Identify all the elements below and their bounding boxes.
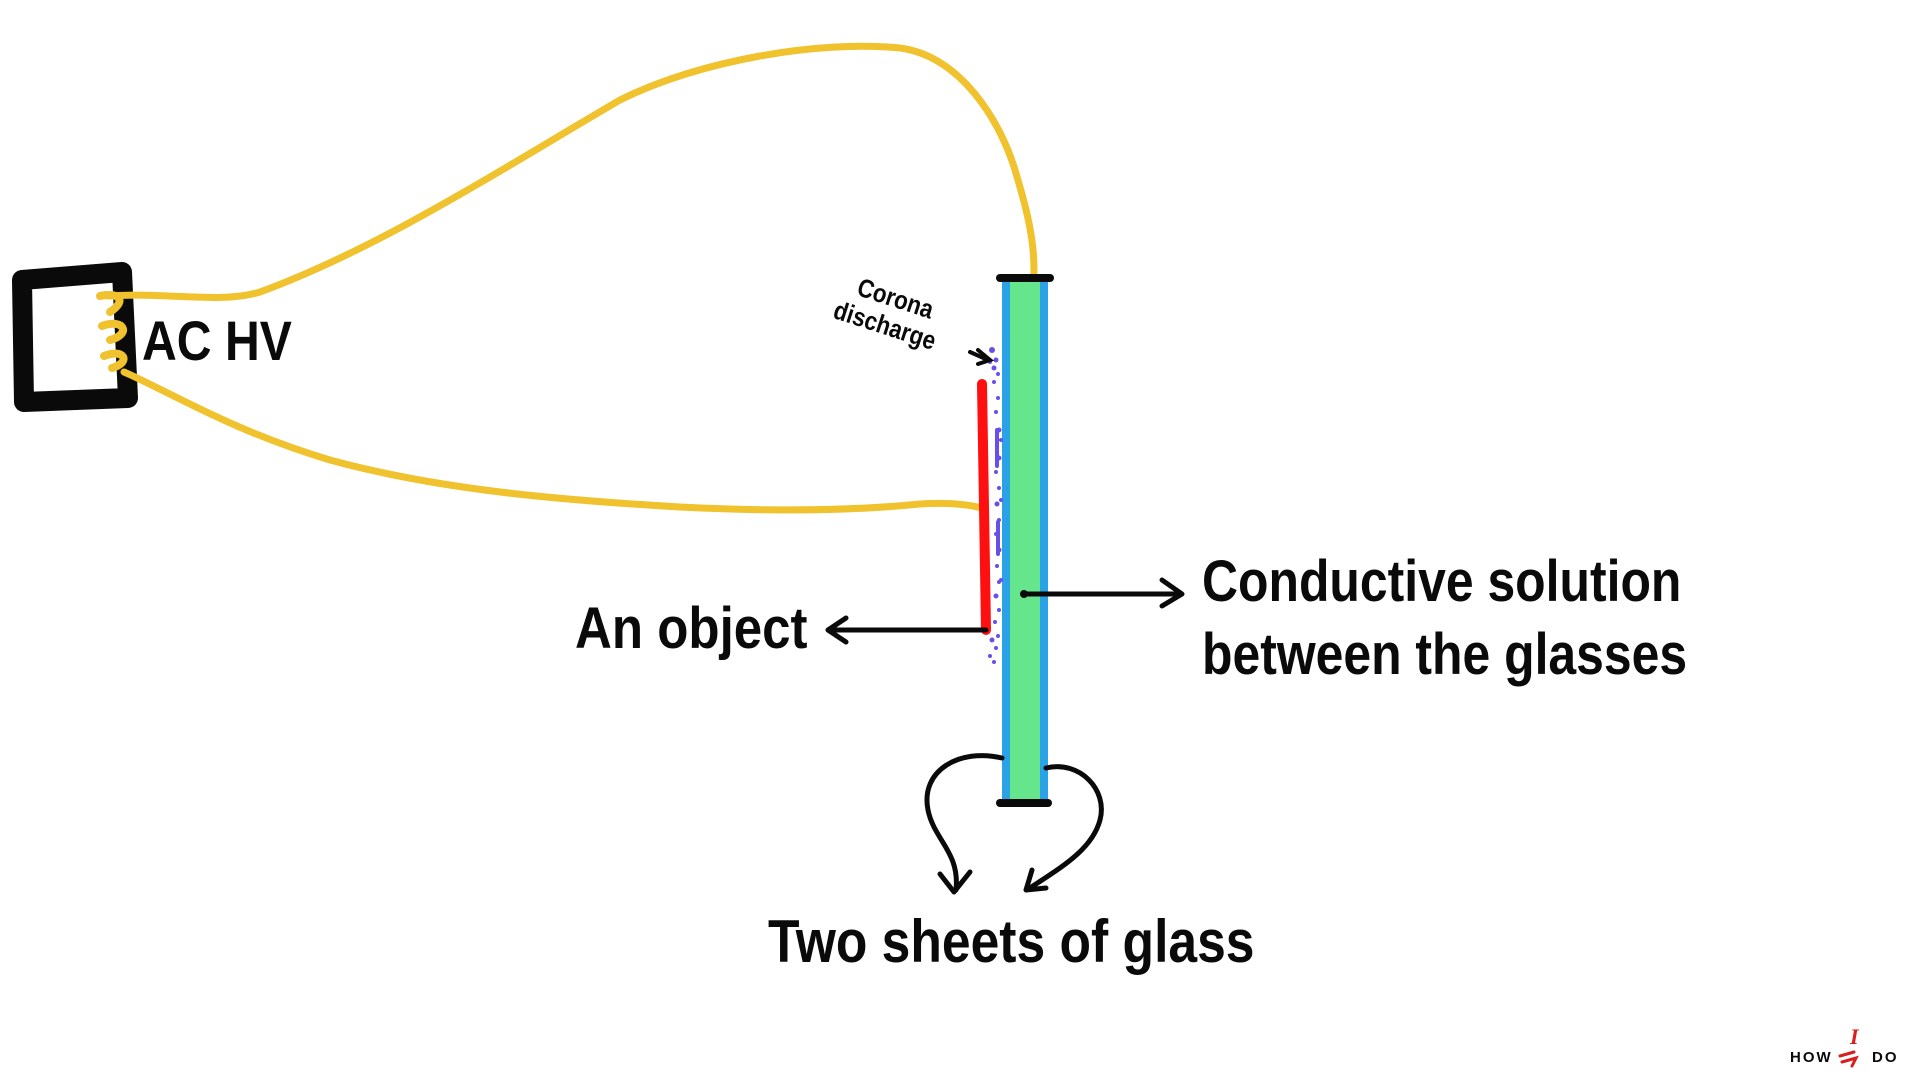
object-pointer-arrow: [825, 615, 989, 645]
watermark-left-text: HOW: [1790, 1049, 1833, 1066]
glass-label: Two sheets of glass: [768, 908, 1255, 975]
solution-label-line2: between the glasses: [1202, 621, 1688, 687]
solution-pointer-arrow: [1020, 577, 1185, 609]
glass-pointer-arrows: [924, 753, 1104, 895]
lower-wire: [120, 368, 986, 514]
watermark-mark-letter: I: [1849, 1024, 1860, 1049]
corona-discharge-dots: [988, 347, 1003, 664]
corona-pointer-arrow: [968, 348, 995, 366]
object-label: An object: [575, 596, 808, 661]
watermark-logo: HOW I DO: [1790, 1024, 1899, 1068]
object-plate: [977, 379, 991, 635]
ac-hv-power-source: [12, 262, 138, 412]
glass-cell: [996, 274, 1054, 807]
transformer-coil-icon: [96, 291, 128, 372]
upper-wire: [104, 42, 1038, 314]
watermark-scribble-icon: [1838, 1050, 1859, 1068]
solution-label: Conductive solution between the glasses: [1202, 546, 1687, 691]
glass-sheet-right: [1040, 278, 1048, 804]
glass-sheet-left: [1002, 278, 1010, 804]
power-source-label: AC HV: [142, 309, 292, 372]
solution-label-line1: Conductive solution: [1202, 549, 1682, 614]
watermark-right-text: DO: [1872, 1049, 1899, 1066]
conductive-solution: [1004, 278, 1046, 804]
